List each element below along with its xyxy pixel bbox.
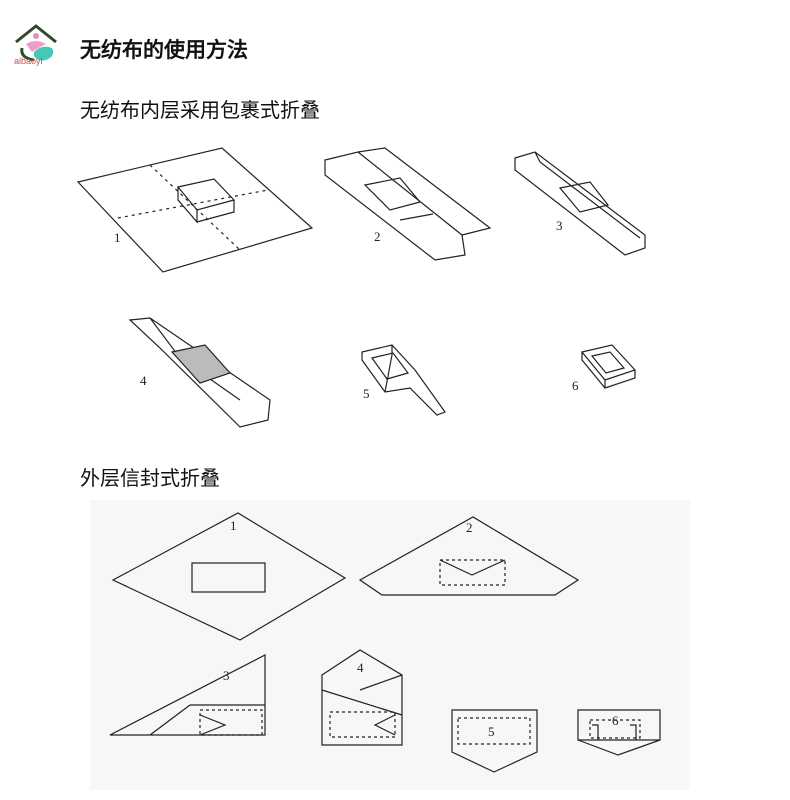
outer-step-label: 5 (488, 724, 495, 739)
inner-step-label: 2 (374, 229, 381, 244)
outer-step-1-drawing (111, 512, 347, 641)
outer-step-label: 2 (466, 520, 473, 535)
outer-step-label: 3 (223, 668, 230, 683)
outer-step-6-drawing (577, 709, 661, 756)
inner-step-2-drawing (324, 147, 492, 261)
outer-step-4-drawing (321, 649, 403, 746)
inner-step-label: 3 (556, 218, 563, 233)
inner-step-4-drawing (128, 317, 271, 428)
inner-step-6-drawing (580, 344, 637, 389)
inner-fold-diagram: 1 2 3 4 5 6 (76, 147, 646, 428)
inner-step-label: 4 (140, 373, 147, 388)
logo-text: aibaoyl (14, 56, 43, 66)
outer-step-2-drawing (358, 516, 580, 596)
outer-step-label: 1 (230, 518, 237, 533)
inner-step-label: 5 (363, 386, 370, 401)
outer-fold-heading: 外层信封式折叠 (80, 466, 220, 490)
outer-step-5-drawing (451, 709, 538, 773)
inner-step-label: 1 (114, 230, 121, 245)
logo-icon (15, 24, 57, 62)
brand-logo (12, 22, 64, 70)
outer-step-label: 4 (357, 660, 364, 675)
page-title: 无纺布的使用方法 (80, 38, 248, 62)
inner-step-3-drawing (514, 151, 646, 256)
inner-fold-heading: 无纺布内层采用包裹式折叠 (80, 98, 320, 122)
outer-fold-diagram: 1 2 3 4 5 6 (0, 500, 790, 790)
inner-step-5-drawing (361, 344, 446, 416)
inner-step-1-drawing (76, 147, 314, 273)
outer-step-label: 6 (612, 713, 619, 728)
inner-step-label: 6 (572, 378, 579, 393)
outer-step-3-drawing (109, 654, 266, 736)
